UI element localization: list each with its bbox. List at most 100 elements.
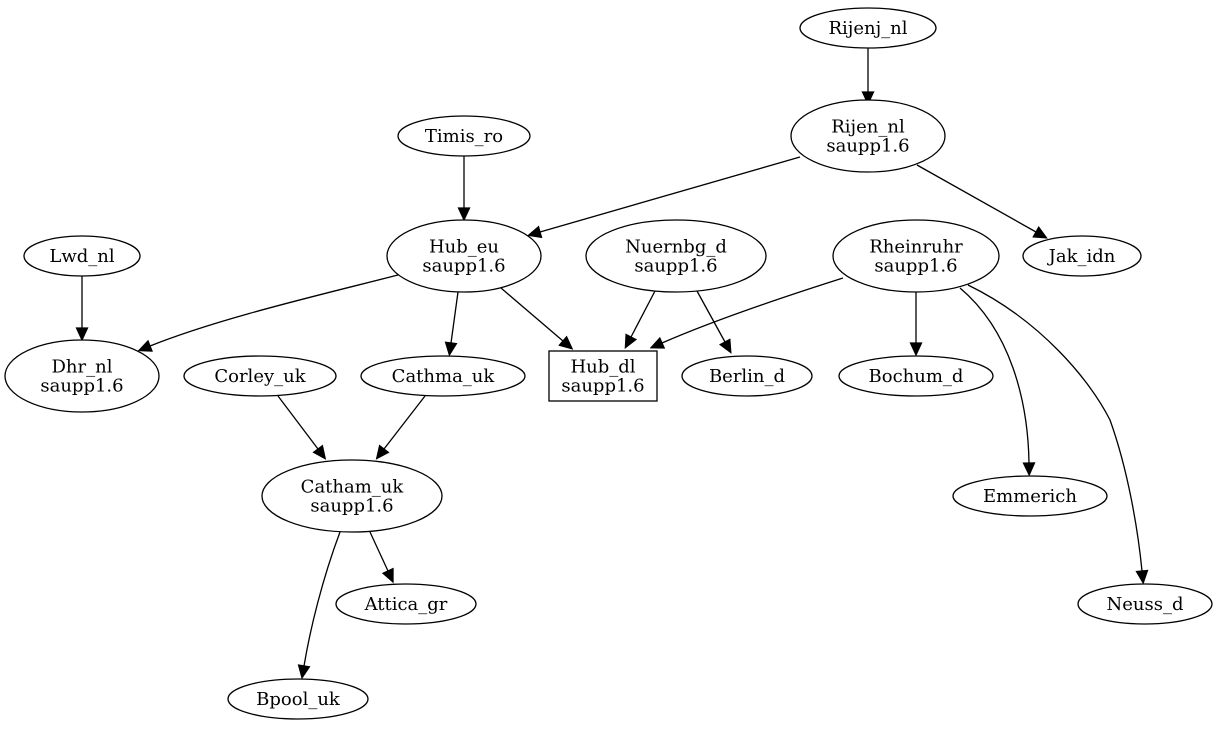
edge-corley-uk-to-catham-uk	[277, 395, 327, 460]
node-ellipse	[838, 355, 994, 397]
edge-rheinruhr-to-hub-dl	[649, 277, 844, 349]
node-ellipse	[1077, 583, 1213, 625]
edge-rheinruhr-to-bochum-d	[909, 292, 923, 357]
node-sublabel: saupp1.6	[310, 496, 393, 517]
edge-line	[661, 277, 844, 344]
edge-catham-uk-to-bpool-uk	[297, 531, 341, 680]
edge-line	[369, 531, 389, 572]
arrowhead-icon	[297, 664, 311, 680]
edge-rijen-nl-to-jak-idn	[916, 164, 1048, 239]
node-ellipse	[397, 115, 531, 157]
edge-catham-uk-to-attica-gr	[369, 531, 394, 584]
node-ellipse	[832, 219, 1000, 293]
node-ellipse	[335, 583, 477, 625]
node-bochum-d[interactable]: Bochum_d	[838, 355, 994, 397]
node-label: Nuernbg_d	[625, 237, 727, 258]
edge-line	[277, 395, 319, 450]
edge-nuernbg-d-to-berlin-d	[696, 290, 732, 354]
node-ellipse	[4, 339, 160, 413]
edge-rheinruhr-to-neuss-d	[967, 284, 1149, 585]
node-ellipse	[360, 355, 526, 397]
arrowhead-icon	[909, 342, 923, 357]
node-ellipse	[1022, 235, 1142, 277]
node-ellipse	[183, 355, 337, 397]
node-label: Bpool_uk	[256, 689, 341, 710]
edge-rheinruhr-to-emmerich	[959, 287, 1036, 477]
node-label: Lwd_nl	[49, 246, 114, 267]
arrowhead-icon	[381, 567, 394, 584]
node-corley-uk[interactable]: Corley_uk	[183, 355, 337, 397]
edge-line	[696, 290, 726, 343]
node-cathma-uk[interactable]: Cathma_uk	[360, 355, 526, 397]
edge-rijen-nl-to-hub-eu	[527, 156, 801, 239]
edge-hub-eu-to-dhr-nl	[137, 274, 399, 352]
node-label: Cathma_uk	[392, 366, 496, 387]
edge-line	[383, 395, 426, 450]
node-ellipse	[227, 678, 369, 720]
arrowhead-icon	[1022, 462, 1036, 477]
arrowhead-icon	[1135, 569, 1149, 585]
edge-line	[967, 284, 1143, 572]
node-label: Catham_uk	[301, 477, 405, 498]
node-label: Attica_gr	[364, 594, 448, 615]
edge-hub-eu-to-hub-dl	[500, 287, 574, 350]
edge-line	[630, 290, 656, 338]
arrowhead-icon	[137, 339, 153, 352]
arrowhead-icon	[312, 444, 327, 460]
node-label: Neuss_d	[1107, 594, 1184, 615]
arrowhead-icon	[527, 225, 543, 239]
node-sublabel: saupp1.6	[40, 376, 123, 397]
node-label: Dhr_nl	[52, 357, 113, 378]
edge-hub-eu-to-cathma-uk	[444, 291, 459, 357]
edge-cathma-uk-to-catham-uk	[375, 395, 426, 460]
edge-nuernbg-d-to-hub-dl	[624, 290, 656, 349]
node-sublabel: saupp1.6	[874, 256, 957, 277]
node-rijenj-nl[interactable]: Rijenj_nl	[799, 7, 937, 49]
edge-line	[916, 164, 1037, 233]
node-lwd-nl[interactable]: Lwd_nl	[23, 235, 141, 277]
node-label: Hub_eu	[429, 237, 499, 258]
edge-line	[500, 287, 564, 342]
node-label: Bochum_d	[869, 366, 964, 387]
node-box	[548, 350, 658, 402]
node-ellipse	[585, 219, 767, 293]
node-label: Rheinruhr	[869, 237, 963, 258]
node-sublabel: saupp1.6	[561, 376, 644, 397]
node-label: Corley_uk	[214, 366, 306, 387]
node-ellipse	[799, 7, 937, 49]
node-label: Timis_ro	[425, 126, 503, 147]
arrowhead-icon	[649, 336, 666, 349]
node-ellipse	[952, 475, 1108, 517]
node-timis-ro[interactable]: Timis_ro	[397, 115, 531, 157]
node-neuss-d[interactable]: Neuss_d	[1077, 583, 1213, 625]
edge-lwd-nl-to-dhr-nl	[75, 276, 89, 342]
node-emmerich[interactable]: Emmerich	[952, 475, 1108, 517]
node-berlin-d[interactable]: Berlin_d	[681, 355, 813, 397]
edge-timis-ro-to-hub-eu	[457, 156, 471, 222]
arrowhead-icon	[718, 338, 732, 354]
node-label: Jak_idn	[1047, 246, 1116, 267]
node-ellipse	[681, 355, 813, 397]
arrowhead-icon	[861, 91, 875, 106]
node-jak-idn[interactable]: Jak_idn	[1022, 235, 1142, 277]
edge-line	[539, 156, 801, 233]
nodes-layer: Rijenj_nlRijen_nlsaupp1.6Timis_roHub_eus…	[4, 7, 1213, 720]
node-label: Berlin_d	[709, 366, 785, 387]
arrowhead-icon	[558, 335, 574, 350]
node-sublabel: saupp1.6	[634, 256, 717, 277]
edges-layer	[75, 48, 1149, 680]
node-ellipse	[23, 235, 141, 277]
arrowhead-icon	[75, 327, 89, 342]
node-sublabel: saupp1.6	[826, 136, 909, 157]
node-bpool-uk[interactable]: Bpool_uk	[227, 678, 369, 720]
node-label: Rijen_nl	[831, 117, 905, 138]
node-attica-gr[interactable]: Attica_gr	[335, 583, 477, 625]
